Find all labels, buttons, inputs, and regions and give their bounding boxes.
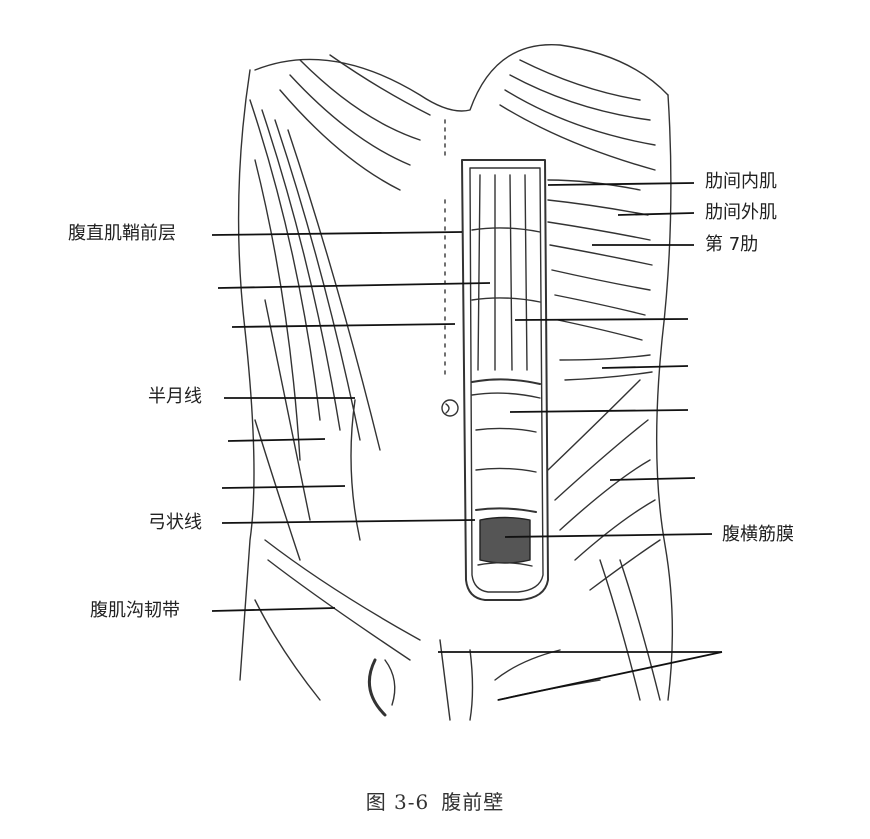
leader-unlabeled-4	[221, 485, 346, 489]
caption-number: 图 3-6	[365, 790, 430, 814]
leader-unlabeled-8	[609, 477, 696, 481]
leader-external-intercostal	[617, 212, 695, 216]
torso-outline	[237, 69, 255, 681]
umbilicus	[441, 399, 459, 417]
leader-internal-intercostal	[547, 182, 695, 186]
leader-unlabeled-1	[217, 282, 491, 289]
label-arcuate-line: 弓状线	[148, 512, 202, 533]
abdominal-wall-illustration	[211, 43, 723, 721]
inguinal-ligament-line	[264, 539, 421, 641]
label-internal-intercostal: 肋间内肌	[705, 171, 777, 192]
label-inguinal-ligament: 腹肌沟韧带	[90, 600, 180, 621]
caption-title: 腹前壁	[441, 790, 505, 814]
torso-outline-right	[655, 94, 674, 701]
leader-unlabeled-6	[601, 365, 689, 369]
label-rectus-sheath-anterior: 腹直肌鞘前层	[68, 223, 176, 244]
leader-arcuate-line	[221, 519, 476, 524]
leader-inguinal-ligament	[211, 607, 336, 612]
figure-caption: 图 3-6 腹前壁	[0, 786, 870, 815]
leader-unlabeled-3	[227, 438, 326, 442]
leader-unlabeled-5	[514, 318, 689, 321]
leader-transversalis-fascia	[504, 533, 713, 538]
leader-unlabeled-7	[509, 409, 689, 413]
leader-unlabeled-2	[231, 323, 456, 328]
label-transversalis-fascia: 腹横筋膜	[722, 524, 794, 545]
label-seventh-rib: 第 7肋	[705, 234, 759, 255]
rectus-window	[461, 159, 549, 601]
leader-rectus-sheath	[211, 231, 463, 236]
leader-lower-2	[497, 651, 723, 701]
label-external-intercostal: 肋间外肌	[705, 202, 777, 223]
label-linea-semilunaris: 半月线	[148, 386, 202, 407]
